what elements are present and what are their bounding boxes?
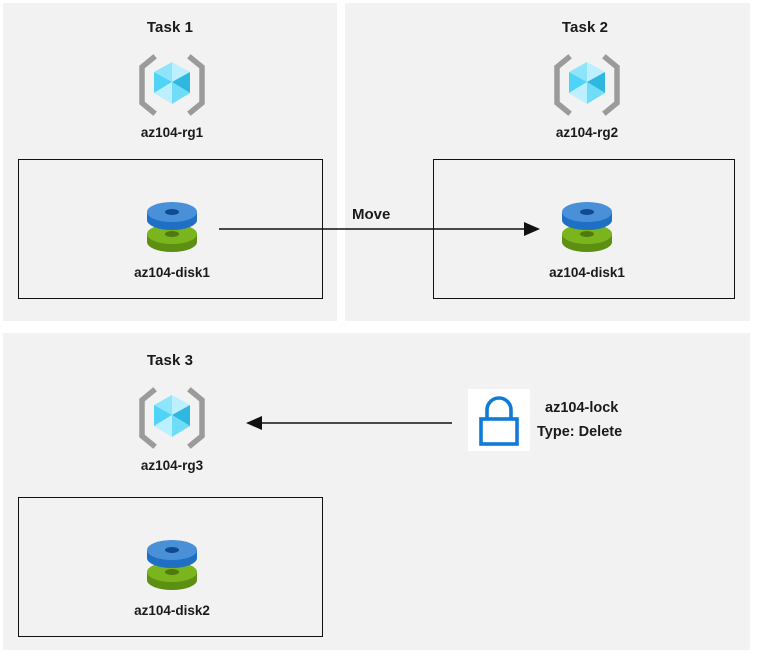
lock-type-label: Type: Delete <box>537 424 623 440</box>
move-connector-label: Move <box>352 206 391 223</box>
managed-disk-icon <box>141 536 203 594</box>
disk-name-task-1: az104-disk1 <box>134 265 210 280</box>
disk-name-task-2: az104-disk1 <box>549 265 625 280</box>
resource-group-cube-icon <box>139 387 205 449</box>
resource-group-cube-icon <box>554 54 620 116</box>
padlock-icon <box>468 389 530 451</box>
managed-disk-icon <box>556 198 618 256</box>
resource-group-cube-icon <box>139 54 205 116</box>
managed-disk-icon <box>141 198 203 256</box>
disk-name-task-3: az104-disk2 <box>134 603 210 618</box>
lock-name-label: az104-lock <box>545 400 619 416</box>
resource-group-name-task-2: az104-rg2 <box>555 125 619 140</box>
task-1-title: Task 1 <box>146 19 194 36</box>
task-2-title: Task 2 <box>561 19 609 36</box>
resource-group-name-task-3: az104-rg3 <box>140 458 204 473</box>
task-3-title: Task 3 <box>146 352 194 369</box>
resource-group-name-task-1: az104-rg1 <box>140 125 204 140</box>
